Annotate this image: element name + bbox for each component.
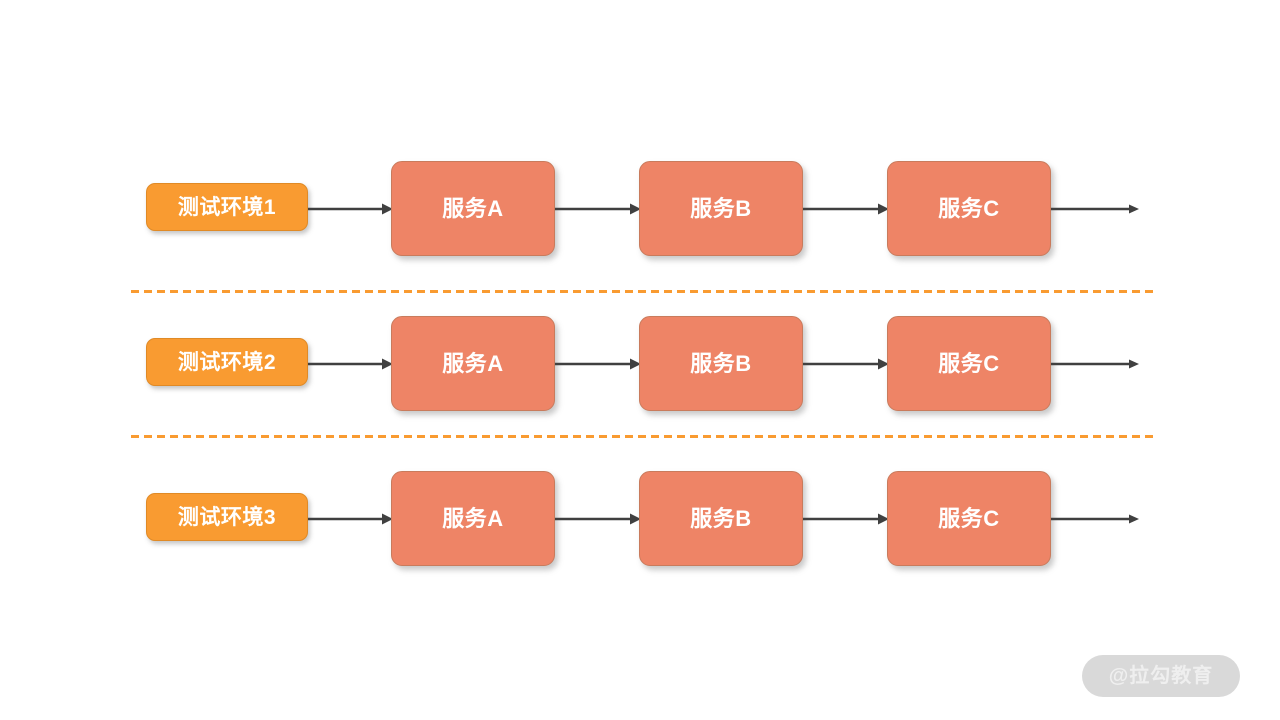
service-box-label: 服务B — [690, 505, 752, 531]
service-box-label: 服务C — [938, 350, 1000, 376]
environment-row: 测试环境3 服务A 服务B 服务C — [0, 468, 1280, 568]
service-box-b[interactable]: 服务B — [639, 161, 803, 256]
watermark-badge: @拉勾教育 — [1082, 655, 1240, 697]
dashed-separator — [131, 435, 1155, 438]
service-box-c[interactable]: 服务C — [887, 161, 1051, 256]
arrow-service-b-to-c — [803, 200, 889, 218]
watermark-text: @拉勾教育 — [1108, 665, 1214, 687]
env-box-label: 测试环境3 — [177, 505, 277, 529]
env-box[interactable]: 测试环境3 — [146, 493, 308, 541]
arrow-service-c-outbound — [1051, 200, 1139, 218]
arrow-service-b-to-c — [803, 355, 889, 373]
arrow-service-c-outbound — [1051, 510, 1139, 528]
environment-row: 测试环境1 服务A 服务B 服务C — [0, 158, 1280, 258]
service-box-a[interactable]: 服务A — [391, 316, 555, 411]
arrow-service-c-outbound — [1051, 355, 1139, 373]
service-box-label: 服务A — [442, 195, 504, 221]
service-box-a[interactable]: 服务A — [391, 471, 555, 566]
service-box-a[interactable]: 服务A — [391, 161, 555, 256]
env-box-label: 测试环境1 — [177, 195, 277, 219]
environment-row: 测试环境2 服务A 服务B 服务C — [0, 313, 1280, 413]
arrow-env-to-service-a — [308, 200, 393, 218]
dashed-separator — [131, 290, 1155, 293]
service-box-c[interactable]: 服务C — [887, 316, 1051, 411]
service-box-label: 服务C — [938, 505, 1000, 531]
arrow-service-a-to-b — [555, 355, 641, 373]
arrow-service-a-to-b — [555, 510, 641, 528]
arrow-service-a-to-b — [555, 200, 641, 218]
service-box-label: 服务B — [690, 350, 752, 376]
service-box-c[interactable]: 服务C — [887, 471, 1051, 566]
env-box[interactable]: 测试环境1 — [146, 183, 308, 231]
service-box-label: 服务C — [938, 195, 1000, 221]
arrow-service-b-to-c — [803, 510, 889, 528]
service-box-label: 服务B — [690, 195, 752, 221]
arrow-env-to-service-a — [308, 355, 393, 373]
env-box[interactable]: 测试环境2 — [146, 338, 308, 386]
env-box-label: 测试环境2 — [177, 350, 277, 374]
service-box-label: 服务A — [442, 350, 504, 376]
service-box-b[interactable]: 服务B — [639, 471, 803, 566]
service-box-b[interactable]: 服务B — [639, 316, 803, 411]
service-box-label: 服务A — [442, 505, 504, 531]
arrow-env-to-service-a — [308, 510, 393, 528]
